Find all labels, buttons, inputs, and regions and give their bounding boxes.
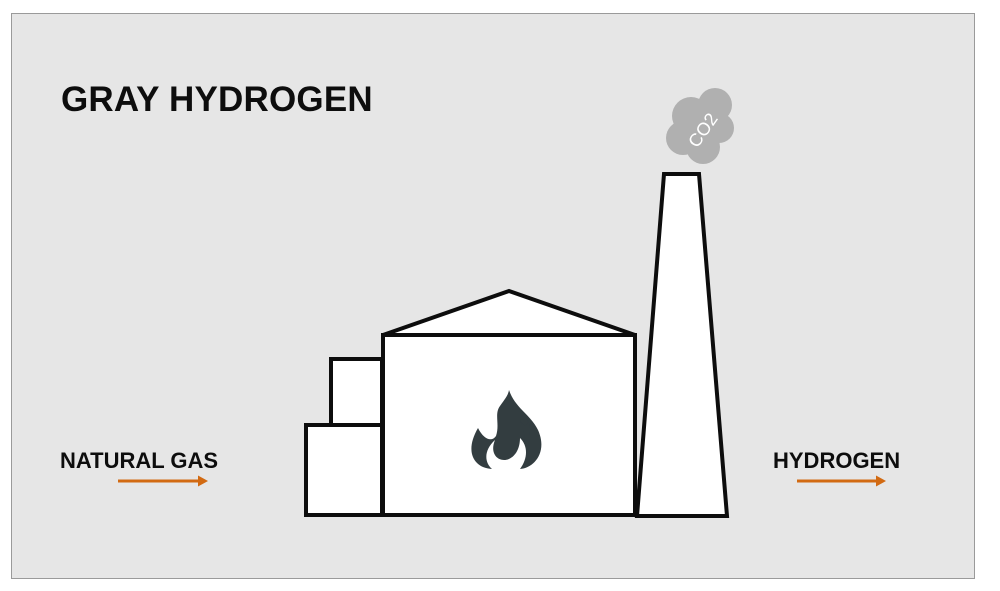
input-arrow-icon (118, 475, 208, 487)
output-label: HYDROGEN (773, 448, 901, 473)
input-label: NATURAL GAS (60, 448, 219, 473)
building-roof (382, 288, 636, 337)
output-arrow-icon (797, 475, 886, 487)
chimney (634, 172, 730, 518)
flame-icon (471, 390, 542, 469)
annex-upper-box (329, 357, 384, 427)
diagram-title: GRAY HYDROGEN (61, 80, 373, 119)
annex-lower-box (304, 423, 384, 517)
cloud-icon (666, 88, 734, 164)
